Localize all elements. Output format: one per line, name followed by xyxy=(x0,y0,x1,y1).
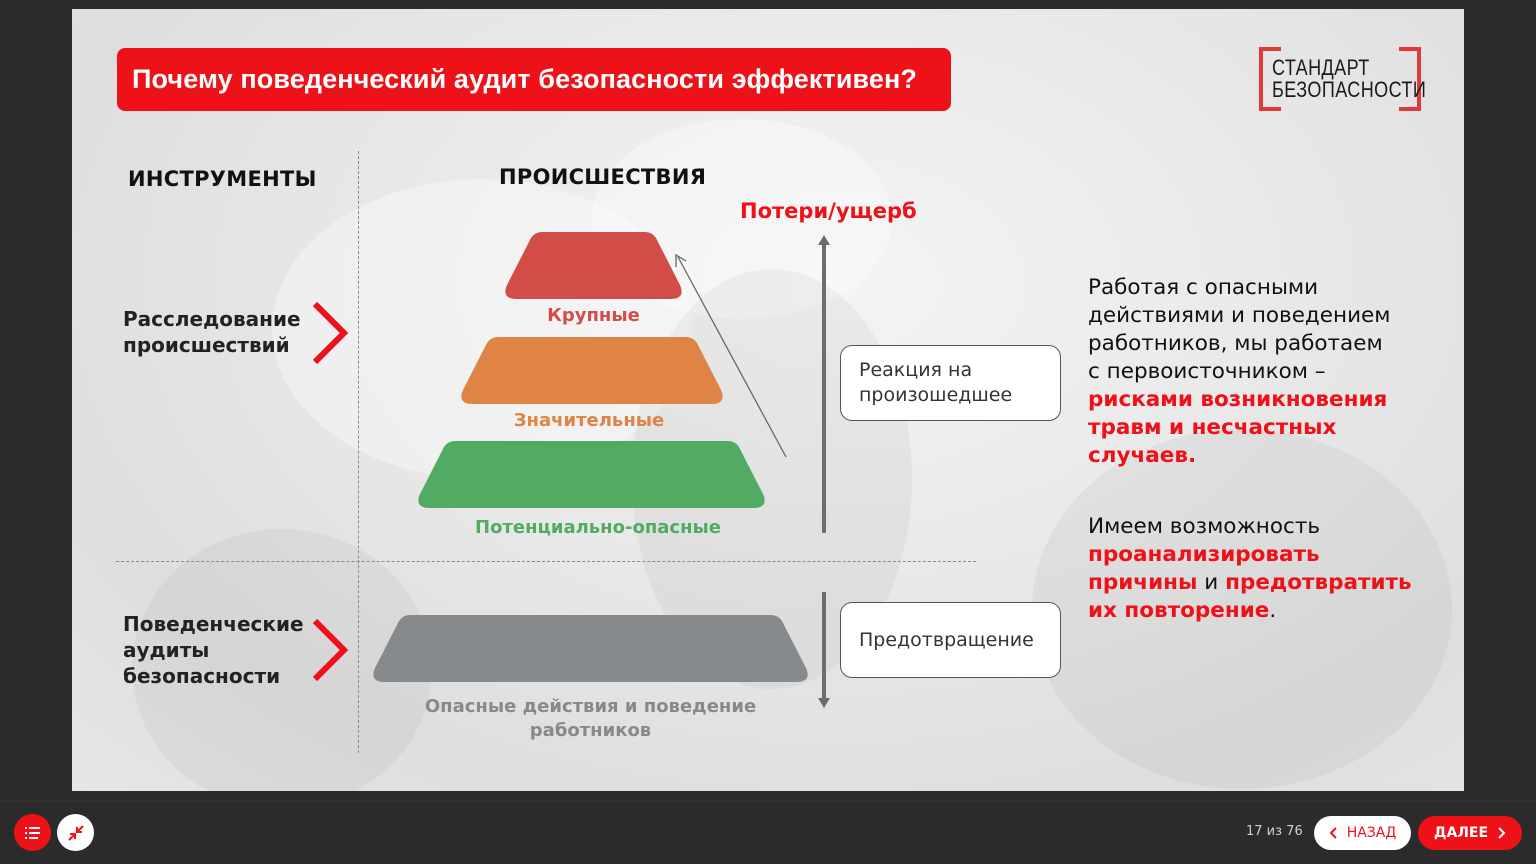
explanation-paragraph-2: Имеем возможность проанализировать причи… xyxy=(1088,513,1433,625)
tools-column-heading: ИНСТРУМЕНТЫ xyxy=(128,167,317,191)
conjunction: и xyxy=(1197,570,1226,595)
reaction-box-line: произошедшее xyxy=(859,384,1013,406)
paragraph-highlight-line: рисками возникновения xyxy=(1088,387,1388,412)
tool-label-line: Расследование xyxy=(123,307,301,331)
paragraph-line: с первоисточником – xyxy=(1088,359,1326,384)
list-icon xyxy=(24,826,40,839)
pyramid-label-dangerous-actions: Опасные действия и поведение работников xyxy=(370,695,811,743)
reaction-box-line: Реакция на xyxy=(859,359,973,381)
highlight-recurrence: их повторение xyxy=(1088,598,1270,623)
chevron-right-icon xyxy=(312,301,349,365)
pyramid-label-potentially-dangerous: Потенциально-опасные xyxy=(475,517,721,538)
next-button-label: ДАЛЕЕ xyxy=(1433,825,1489,841)
back-button-label: НАЗАД xyxy=(1346,825,1397,841)
next-button[interactable]: ДАЛЕЕ xyxy=(1418,816,1522,850)
pyramid-level-significant xyxy=(461,337,723,404)
highlight-prevent: предотвратить xyxy=(1225,570,1412,595)
paragraph-line: Работая с опасными xyxy=(1088,275,1319,300)
highlight-causes: причины xyxy=(1088,570,1198,595)
pyramid-level-potentially-dangerous xyxy=(418,441,765,508)
collapse-arrows-icon xyxy=(67,824,84,841)
chevron-right-icon xyxy=(312,618,349,682)
diagonal-arrow-icon xyxy=(675,253,787,458)
losses-axis-label: Потери/ущерб xyxy=(740,199,917,223)
incidents-column-heading: ПРОИСШЕСТВИЯ xyxy=(499,165,707,189)
prevention-box: Предотвращение xyxy=(840,602,1061,678)
pyramid-level-major xyxy=(505,232,682,299)
pyramid-label-significant: Значительные xyxy=(513,410,665,431)
tool-label-line: Поведенческие xyxy=(123,612,304,636)
player-controls-bar xyxy=(0,800,1536,864)
chevron-left-icon xyxy=(1329,827,1337,839)
logo-line-2: БЕЗОПАСНОСТИ xyxy=(1272,77,1427,102)
back-button[interactable]: НАЗАД xyxy=(1314,816,1411,850)
paragraph-highlight-line: случаев. xyxy=(1088,443,1197,468)
logo-bracket-right xyxy=(1399,47,1421,111)
logo-text: СТАНДАРТ БЕЗОПАСНОСТИ xyxy=(1272,57,1426,101)
pyramid-label-line: работников xyxy=(529,720,652,741)
collapse-button[interactable] xyxy=(57,814,94,851)
slide: Почему поведенческий аудит безопасности … xyxy=(72,9,1464,791)
paragraph-highlight-line: травм и несчастных xyxy=(1088,415,1337,440)
paragraph-line: Имеем возможность xyxy=(1088,514,1321,539)
paragraph-line: действиями и поведением xyxy=(1088,303,1391,328)
logo-line-1: СТАНДАРТ xyxy=(1272,55,1370,80)
background-figure-shape xyxy=(1032,429,1452,789)
logo: СТАНДАРТ БЕЗОПАСНОСТИ xyxy=(1259,47,1426,113)
page-counter: 17 из 76 xyxy=(1246,824,1303,839)
paragraph-line: их повторение. xyxy=(1088,597,1433,625)
chevron-right-icon xyxy=(1498,827,1506,839)
pyramid-level-dangerous-actions xyxy=(373,615,808,682)
paragraph-line: работников, мы работаем xyxy=(1088,331,1383,356)
slide-title: Почему поведенческий аудит безопасности … xyxy=(117,48,951,111)
pyramid-label-major: Крупные xyxy=(547,305,640,326)
tool-label-line: происшествий xyxy=(123,333,290,357)
paragraph-line: причины и предотвратить xyxy=(1088,569,1433,597)
reaction-box: Реакция на произошедшее xyxy=(840,345,1061,421)
vertical-divider xyxy=(358,151,359,753)
paragraph-highlight-line: проанализировать xyxy=(1088,542,1320,567)
tool-behavioral-audits: Поведенческие аудиты безопасности xyxy=(123,611,304,689)
tool-label-line: аудиты xyxy=(123,638,210,662)
menu-button[interactable] xyxy=(14,814,51,851)
tool-incident-investigation: Расследование происшествий xyxy=(123,306,301,358)
explanation-paragraph-1: Работая с опасными действиями и поведени… xyxy=(1088,274,1433,470)
pyramid-label-line: Опасные действия и поведение xyxy=(424,696,757,717)
tool-label-line: безопасности xyxy=(123,664,281,688)
logo-bracket-left xyxy=(1259,47,1281,111)
period: . xyxy=(1269,598,1277,623)
arrow-up-icon xyxy=(818,235,830,533)
horizontal-divider xyxy=(116,561,976,562)
arrow-down-icon xyxy=(818,592,830,708)
